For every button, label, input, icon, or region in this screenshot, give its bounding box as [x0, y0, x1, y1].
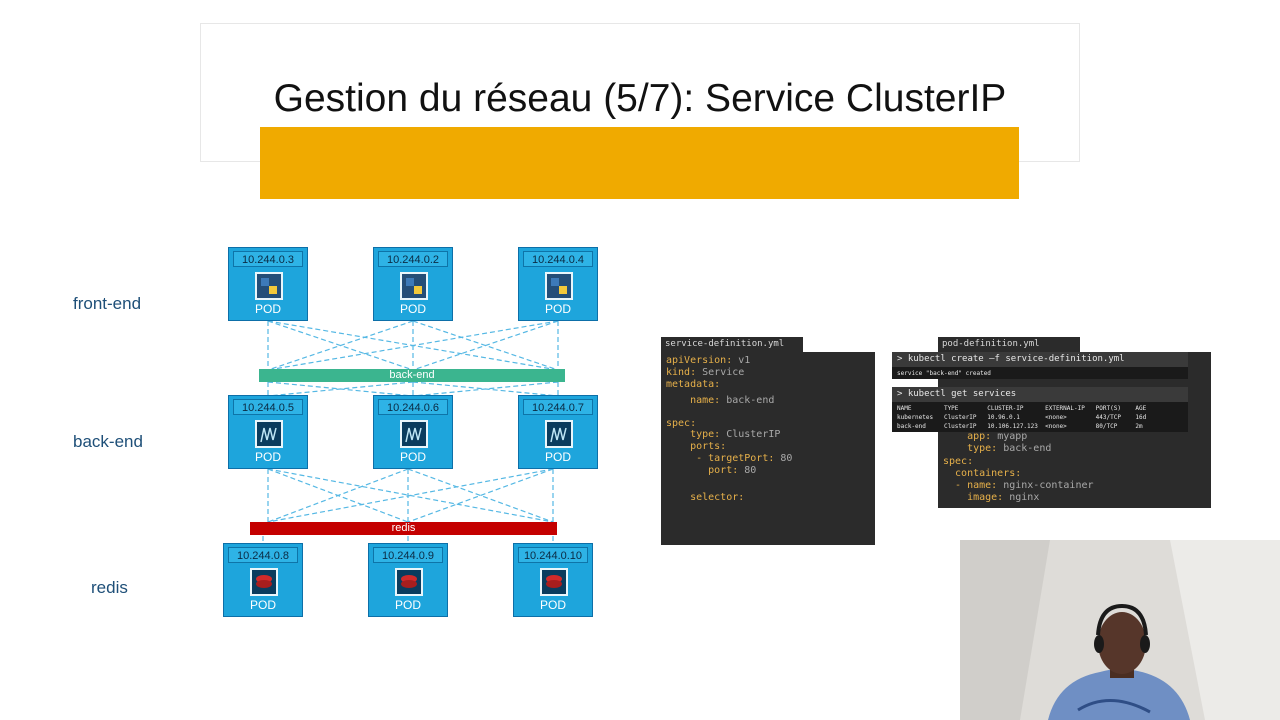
terminal-get-services: > kubectl get services NAME TYPE CLUSTER… [892, 387, 1188, 432]
pod-back-end-1: 10.244.0.5 POD [228, 395, 308, 469]
service-definition-code: apiVersion: v1 kind: Service metadata: n… [661, 352, 875, 545]
pod-label: POD [394, 598, 421, 612]
slide-title: Gestion du réseau (5/7): Service Cluster… [273, 77, 1007, 120]
pod-ip: 10.244.0.10 [518, 547, 588, 563]
pod-file-tab: pod-definition.yml [938, 337, 1080, 352]
presenter-webcam [960, 540, 1280, 720]
pod-ip: 10.244.0.7 [523, 399, 593, 415]
pod-ip: 10.244.0.9 [373, 547, 443, 563]
service-bar-redis: redis [250, 522, 557, 535]
nginx-icon [545, 420, 573, 448]
tier-label-back-end: back-end [73, 432, 143, 451]
pod-label: POD [544, 302, 571, 316]
pod-ip: 10.244.0.4 [523, 251, 593, 267]
pod-ip: 10.244.0.2 [378, 251, 448, 267]
presenter-video [960, 540, 1280, 720]
service-bar-back-end: back-end [259, 369, 565, 382]
redis-icon [395, 568, 423, 596]
pod-back-end-2: 10.244.0.6 POD [373, 395, 453, 469]
terminal-command: > kubectl create –f service-definition.y… [892, 352, 1188, 367]
pod-label: POD [249, 598, 276, 612]
python-icon [400, 272, 428, 300]
python-icon [545, 272, 573, 300]
nginx-icon [400, 420, 428, 448]
pod-back-end-3: 10.244.0.7 POD [518, 395, 598, 469]
services-table: NAME TYPE CLUSTER-IP EXTERNAL-IP PORT(S)… [897, 405, 1147, 430]
redis-icon [250, 568, 278, 596]
tier-label-redis: redis [91, 578, 128, 597]
terminal-output: service "back-end" created [897, 370, 991, 377]
pod-ip: 10.244.0.5 [233, 399, 303, 415]
pod-label: POD [254, 302, 281, 316]
nginx-icon [255, 420, 283, 448]
pod-label: POD [254, 450, 281, 464]
pod-label: POD [539, 598, 566, 612]
pod-redis-1: 10.244.0.8 POD [223, 543, 303, 617]
pod-redis-3: 10.244.0.10 POD [513, 543, 593, 617]
service-file-tab: service-definition.yml [661, 337, 803, 352]
pod-ip: 10.244.0.8 [228, 547, 298, 563]
pod-front-end-2: 10.244.0.2 POD [373, 247, 453, 321]
pod-redis-2: 10.244.0.9 POD [368, 543, 448, 617]
pod-label: POD [399, 450, 426, 464]
accent-bar [260, 127, 1019, 199]
python-icon [255, 272, 283, 300]
pod-front-end-1: 10.244.0.3 POD [228, 247, 308, 321]
tier-label-front-end: front-end [73, 294, 142, 313]
pod-label: POD [399, 302, 426, 316]
redis-icon [540, 568, 568, 596]
terminal-create: > kubectl create –f service-definition.y… [892, 352, 1188, 379]
pod-front-end-3: 10.244.0.4 POD [518, 247, 598, 321]
terminal-command: > kubectl get services [892, 387, 1188, 402]
pod-label: POD [544, 450, 571, 464]
pod-ip: 10.244.0.3 [233, 251, 303, 267]
pod-ip: 10.244.0.6 [378, 399, 448, 415]
